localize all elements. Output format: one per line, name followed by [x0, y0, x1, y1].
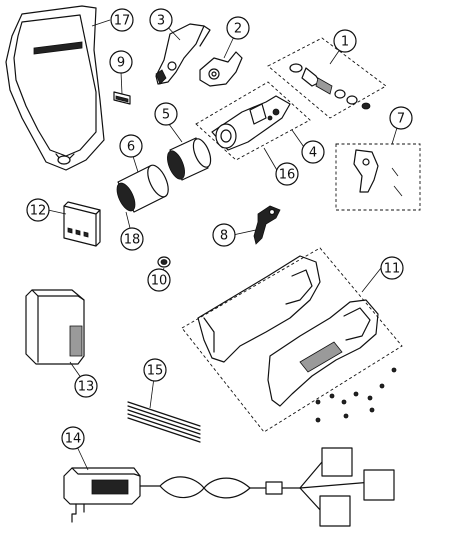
- pivot-bolt-assembly: [267, 37, 387, 119]
- callout-14: 14: [61, 426, 85, 450]
- callout-5: 5: [154, 102, 178, 126]
- cable-strap: [127, 401, 201, 443]
- svg-text:5: 5: [162, 108, 170, 123]
- callout-17: 17: [110, 8, 134, 32]
- upper-blade: [155, 23, 211, 85]
- callout-15: 15: [143, 358, 167, 382]
- callout-1: 1: [333, 29, 357, 53]
- svg-text:15: 15: [147, 364, 164, 379]
- callout-7: 7: [389, 106, 413, 130]
- svg-text:16: 16: [279, 168, 296, 183]
- lower-blade: [199, 51, 243, 87]
- trigger-plate: [335, 143, 421, 211]
- svg-text:17: 17: [114, 14, 131, 29]
- svg-text:3: 3: [157, 14, 165, 29]
- trigger: [253, 205, 281, 245]
- callout-3: 3: [149, 8, 173, 32]
- callout-9: 9: [109, 50, 133, 74]
- svg-text:7: 7: [397, 112, 405, 127]
- svg-text:12: 12: [30, 204, 47, 219]
- small-bracket: [113, 91, 131, 105]
- circuit-board: [63, 201, 101, 247]
- handle-housing: [181, 247, 403, 433]
- svg-text:13: 13: [78, 380, 95, 395]
- callout-6: 6: [119, 134, 143, 158]
- svg-text:14: 14: [65, 432, 82, 447]
- callout-11: 11: [380, 256, 404, 280]
- callout-8: 8: [212, 223, 236, 247]
- svg-text:11: 11: [384, 262, 401, 277]
- motor-housing: [116, 164, 169, 213]
- svg-text:4: 4: [309, 146, 317, 161]
- knob: [157, 256, 171, 268]
- callout-2: 2: [226, 16, 250, 40]
- svg-text:2: 2: [234, 22, 242, 37]
- motor: [167, 137, 212, 181]
- svg-text:6: 6: [127, 140, 135, 155]
- svg-text:8: 8: [220, 229, 228, 244]
- callout-13: 13: [74, 374, 98, 398]
- svg-text:1: 1: [341, 35, 349, 50]
- callout-12: 12: [26, 198, 50, 222]
- callout-18: 18: [120, 227, 144, 251]
- callout-4: 4: [301, 140, 325, 164]
- callout-16: 16: [275, 162, 299, 186]
- callout-10: 10: [147, 268, 171, 292]
- svg-text:10: 10: [151, 274, 168, 289]
- charger-with-splitter: [63, 447, 395, 527]
- holster-pouch: [5, 5, 105, 171]
- battery-pack: [25, 289, 85, 365]
- gearbox-assembly: [195, 81, 311, 161]
- svg-text:9: 9: [117, 56, 125, 71]
- svg-text:18: 18: [124, 233, 141, 248]
